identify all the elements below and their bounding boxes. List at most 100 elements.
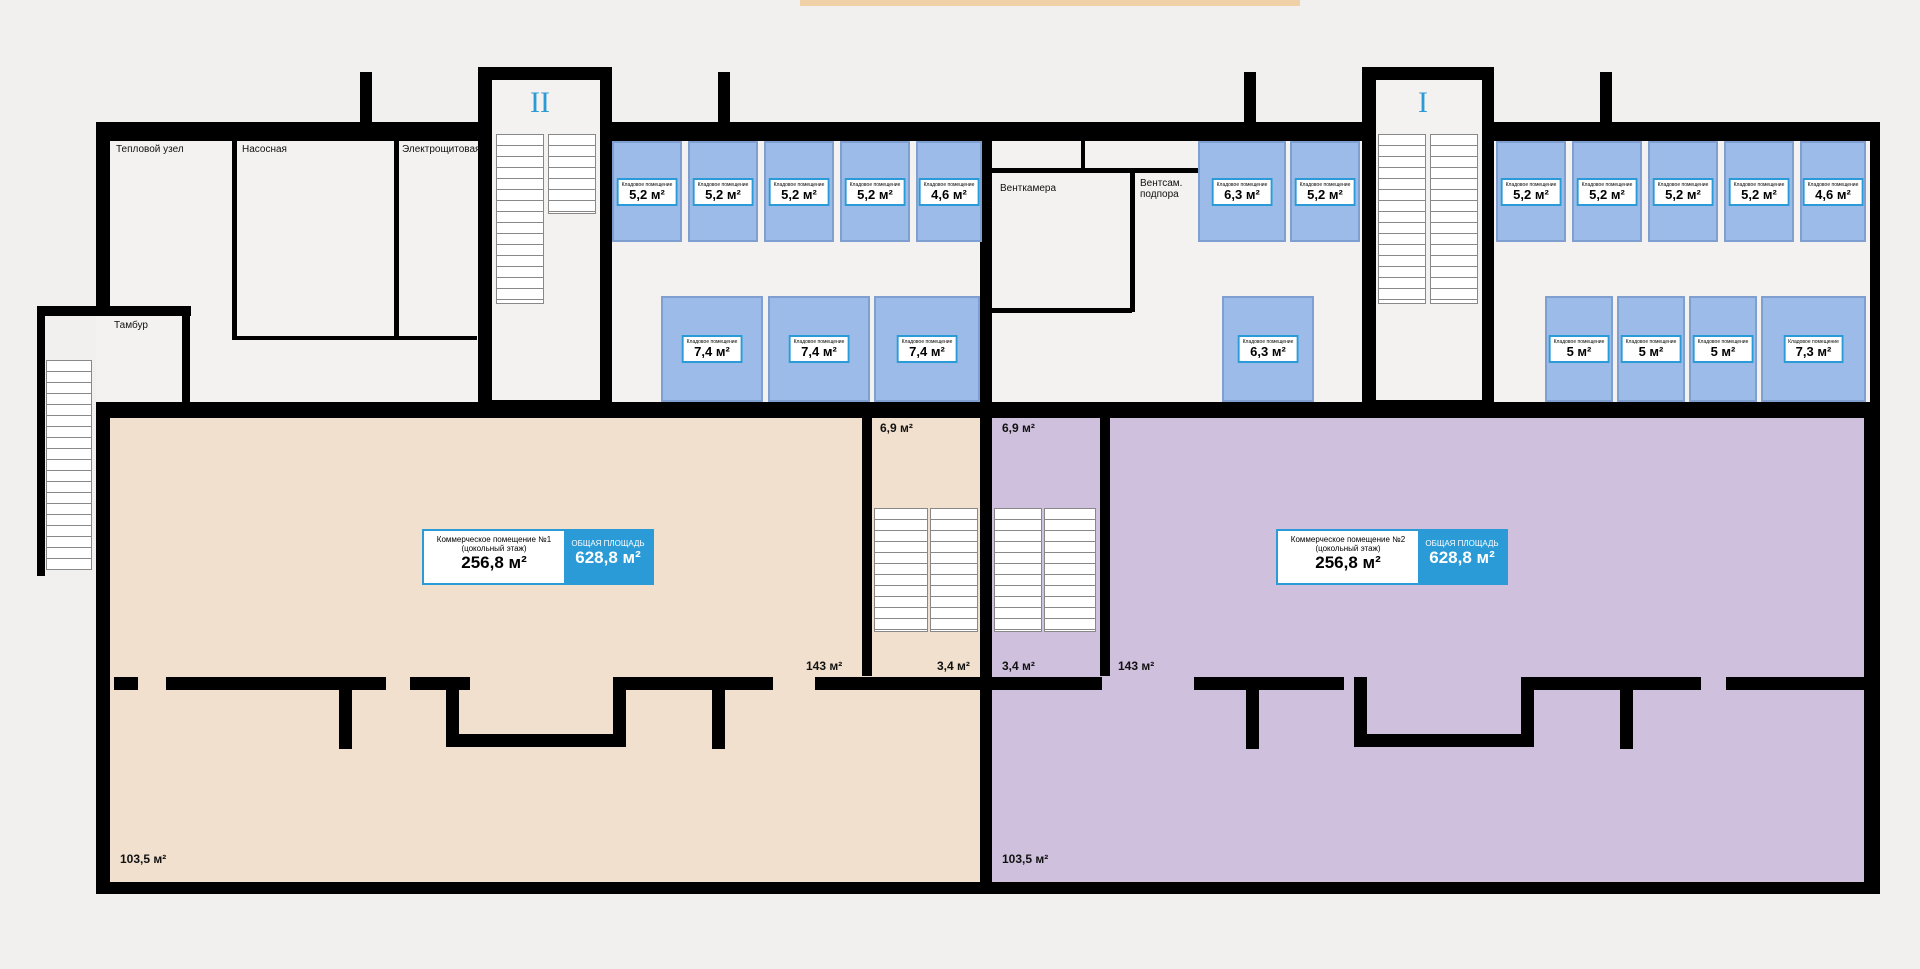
room-label-electric: Электрощитовая — [402, 144, 481, 155]
wall — [992, 168, 1198, 173]
wall — [1130, 168, 1135, 312]
wall — [712, 677, 725, 749]
storage-label: Кладовое помещение — [1733, 181, 1785, 188]
wall — [394, 141, 399, 338]
wall — [166, 677, 386, 690]
storage-area: 4,6 м² — [931, 186, 967, 202]
storage-label: Кладовое помещение — [901, 339, 953, 345]
wall — [446, 734, 626, 747]
storage-area: 5,2 м² — [1513, 186, 1549, 202]
wall — [37, 306, 191, 316]
storage-label: Кладовое помещение — [1242, 339, 1294, 345]
storage-label: Кладовое помещение — [1697, 339, 1749, 345]
commercial-1-info[interactable]: Коммерческое помещение №1 (цокольный эта… — [422, 529, 654, 585]
wall — [980, 141, 992, 418]
central-stairs — [930, 508, 978, 632]
commercial-2-title: Коммерческое помещение №2 (цокольный эта… — [1290, 535, 1406, 553]
wall — [1726, 677, 1866, 690]
wall — [360, 72, 372, 127]
wall — [992, 308, 1132, 313]
room-label-pump: Насосная — [242, 144, 287, 155]
wall — [1620, 677, 1633, 749]
storage-label: Кладовое помещение — [621, 181, 673, 188]
wall — [1194, 677, 1344, 690]
storage-area: 6,3 м² — [1224, 186, 1260, 202]
commercial-room-2 — [992, 418, 1864, 882]
wall — [862, 416, 872, 676]
storage-area: 5,2 м² — [1307, 186, 1343, 202]
commercial-2-area: 256,8 м² — [1315, 553, 1381, 572]
storage-label: Кладовое помещение — [1657, 181, 1709, 188]
wall — [339, 677, 352, 749]
wall — [613, 677, 626, 747]
stairwell-1-label: I — [1418, 86, 1428, 119]
commercial-2-info[interactable]: Коммерческое помещение №2 (цокольный эта… — [1276, 529, 1508, 585]
area-label: 6,9 м² — [880, 421, 913, 435]
wall — [410, 677, 470, 690]
area-label: 103,5 м² — [120, 852, 167, 866]
storage-label: Кладовое помещение — [1581, 181, 1633, 188]
external-stairs — [46, 360, 92, 570]
stairwell-2-label: II — [530, 86, 550, 119]
storage-area: 7,4 м² — [801, 344, 837, 359]
area-label: 6,9 м² — [1002, 421, 1035, 435]
stairs — [1378, 134, 1426, 304]
total-label: ОБЩАЯ ПЛОЩАДЬ — [1425, 539, 1499, 548]
total-area: 628,8 м² — [575, 548, 641, 567]
wall — [815, 677, 985, 690]
area-label: 103,5 м² — [1002, 852, 1049, 866]
room-label-vent: Венткамера — [1000, 183, 1057, 194]
area-label: 3,4 м² — [937, 659, 970, 673]
central-stairs — [994, 508, 1042, 632]
storage-label: Кладовое помещение — [1625, 339, 1677, 345]
storage-label: Кладовое помещение — [773, 181, 825, 188]
area-label: 3,4 м² — [1002, 659, 1035, 673]
wall — [1244, 72, 1256, 127]
area-label: 143 м² — [1118, 659, 1155, 673]
central-stairs — [1044, 508, 1096, 632]
storage-area: 5,2 м² — [1665, 186, 1701, 202]
wall — [114, 677, 138, 690]
storage-area: 5,2 м² — [629, 186, 665, 202]
wall — [1521, 677, 1701, 690]
wall — [1521, 677, 1534, 747]
wall — [1354, 734, 1534, 747]
wall — [446, 677, 459, 747]
total-area: 628,8 м² — [1429, 548, 1495, 567]
central-stairs — [874, 508, 928, 632]
wall — [980, 402, 992, 894]
wall — [718, 72, 730, 127]
storage-area: 5,2 м² — [857, 186, 893, 202]
storage-area: 5,2 м² — [1741, 186, 1777, 202]
